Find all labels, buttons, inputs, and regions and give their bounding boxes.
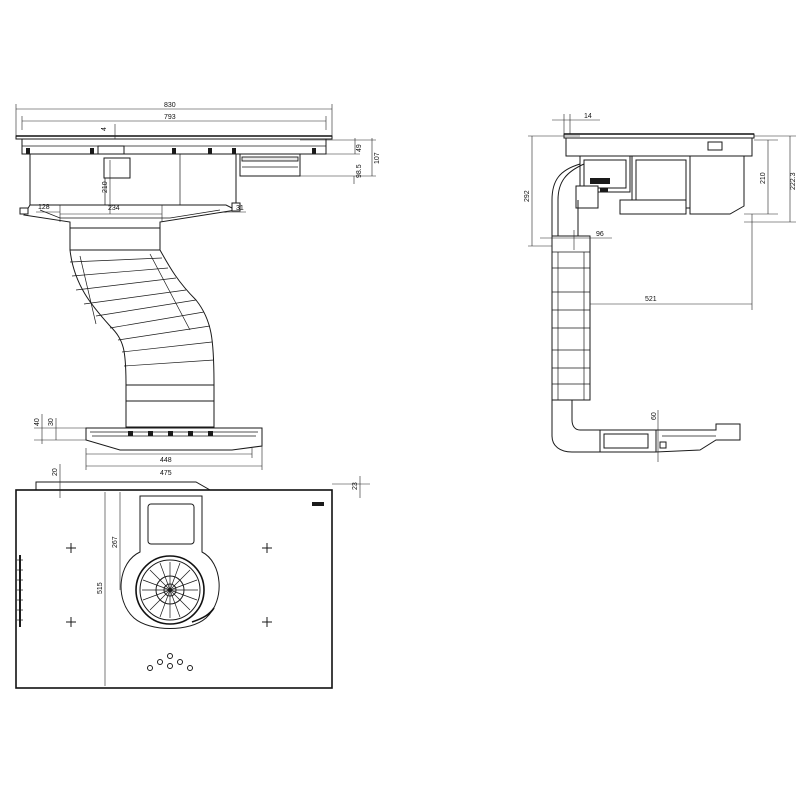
dim-515: 515 xyxy=(97,582,104,594)
dim-793: 793 xyxy=(164,114,176,121)
dim-448: 448 xyxy=(160,457,172,464)
dim-107: 107 xyxy=(374,152,381,164)
front-elevation-dimensions: 830 793 4 49 107 98.5 210 128 234 31 xyxy=(38,102,381,212)
dim-60: 60 xyxy=(651,412,658,420)
dim-23: 23 xyxy=(352,482,359,490)
dim-210-front: 210 xyxy=(102,181,109,193)
dim-14: 14 xyxy=(584,113,592,120)
base-outlet-dimensions: 40 30 448 475 xyxy=(34,418,172,477)
top-plan-dimensions: 20 23 267 515 xyxy=(52,468,359,594)
dim-40: 40 xyxy=(34,418,41,426)
dim-4: 4 xyxy=(101,127,108,131)
dim-98-5: 98.5 xyxy=(356,164,363,178)
dim-267: 267 xyxy=(112,536,119,548)
dim-830: 830 xyxy=(164,102,176,109)
top-plan-view xyxy=(15,464,370,689)
dim-30: 30 xyxy=(48,418,55,426)
dim-31: 31 xyxy=(236,205,244,212)
dim-210-side: 210 xyxy=(760,172,767,184)
dim-234: 234 xyxy=(108,205,120,212)
dim-292: 292 xyxy=(524,190,531,202)
dim-96: 96 xyxy=(596,231,604,238)
side-elevation-dimensions: 14 292 210 222.3 96 521 60 xyxy=(524,113,797,420)
dim-49: 49 xyxy=(356,144,363,152)
dim-521: 521 xyxy=(645,296,657,303)
side-elevation-view xyxy=(528,114,796,462)
dim-20: 20 xyxy=(52,468,59,476)
dim-128: 128 xyxy=(38,204,50,211)
base-outlet-view xyxy=(34,414,263,470)
dim-475: 475 xyxy=(160,470,172,477)
dim-222-3: 222.3 xyxy=(790,172,797,190)
front-elevation-view xyxy=(15,104,376,428)
